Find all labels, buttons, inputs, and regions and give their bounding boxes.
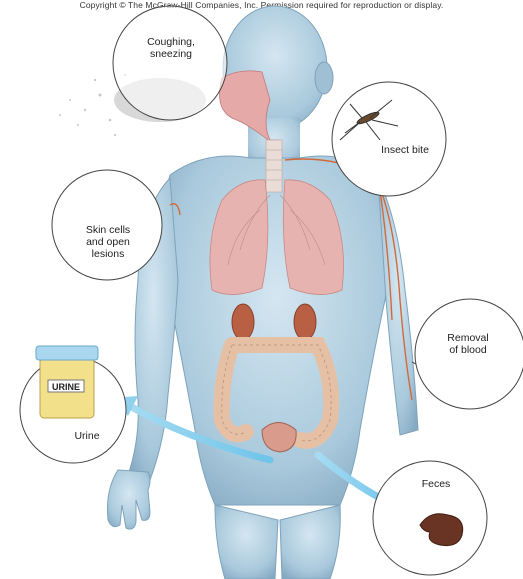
coughing-label: Coughing, sneezing bbox=[132, 36, 210, 60]
coughing-callout bbox=[113, 6, 227, 120]
feces-label: Feces bbox=[406, 478, 466, 490]
skin-label-line3: lesions bbox=[72, 248, 144, 260]
coughing-label-line2: sneezing bbox=[132, 48, 210, 60]
skin-label-line2: and open bbox=[72, 236, 144, 248]
left-hand bbox=[107, 470, 150, 529]
blood-label: Removal of blood bbox=[432, 332, 504, 356]
skin-label-line1: Skin cells bbox=[72, 224, 144, 236]
blood-label-line2: of blood bbox=[432, 344, 504, 356]
urine-label: Urine bbox=[62, 430, 112, 442]
skin-label: Skin cells and open lesions bbox=[72, 224, 144, 260]
insect-callout bbox=[332, 82, 446, 196]
insect-label: Insect bite bbox=[360, 144, 450, 156]
urine-container-text: URINE bbox=[48, 381, 84, 393]
blood-label-line1: Removal bbox=[432, 332, 504, 344]
torso bbox=[164, 156, 390, 505]
coughing-label-line1: Coughing, bbox=[132, 36, 210, 48]
